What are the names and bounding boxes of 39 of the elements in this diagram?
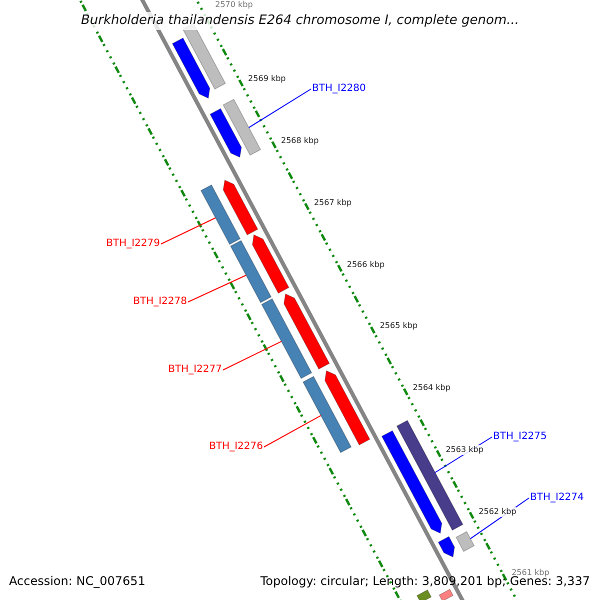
- accession-text: Accession: NC_007651: [9, 574, 146, 588]
- scale-label: 2564 kbp: [412, 383, 450, 394]
- gene-label: BTH_I2279: [106, 238, 160, 250]
- leader-line: [222, 340, 282, 370]
- leader-line: [188, 274, 247, 302]
- gene-bar: [416, 589, 432, 600]
- scale-label: 2569 kbp: [248, 74, 286, 84]
- gene-label: BTH_I2277: [168, 364, 222, 376]
- gene-bar: [396, 420, 464, 531]
- gene-bar: [230, 240, 272, 304]
- leader-line: [248, 88, 312, 128]
- gene-feature: [381, 430, 442, 534]
- leader-line: [160, 217, 216, 244]
- gene-bar: [222, 98, 262, 156]
- gene-feature: [252, 234, 290, 294]
- gene-feature: [438, 536, 455, 558]
- gene-feature: [222, 180, 258, 236]
- scale-label: 2563 kbp: [446, 444, 484, 455]
- scale-label: 2565 kbp: [380, 321, 418, 332]
- gene-label: BTH_I2278: [133, 296, 187, 308]
- gene-bar: [261, 298, 312, 380]
- scale-label: 2568 kbp: [281, 136, 319, 146]
- scale-label: 2562 kbp: [478, 506, 516, 517]
- gene-label: BTH_I2275: [493, 431, 547, 443]
- gene-label: BTH_I2274: [530, 492, 584, 504]
- gene-feature: [283, 293, 330, 370]
- gene-bar: [200, 184, 241, 245]
- gene-feature: [324, 370, 370, 446]
- gene-label: BTH_I2276: [209, 441, 263, 453]
- gene-feature: [210, 108, 242, 158]
- gene-bar: [456, 531, 475, 552]
- gene-feature: [172, 37, 210, 99]
- gene-label: BTH_I2280: [312, 83, 366, 95]
- scale-label: 2570 kbp: [215, 0, 253, 10]
- leader-line: [264, 415, 322, 448]
- scale-label: 2566 kbp: [346, 260, 385, 270]
- scale-label: 2567 kbp: [314, 198, 352, 208]
- gene-bar: [438, 588, 454, 600]
- gene-bar: [302, 376, 352, 454]
